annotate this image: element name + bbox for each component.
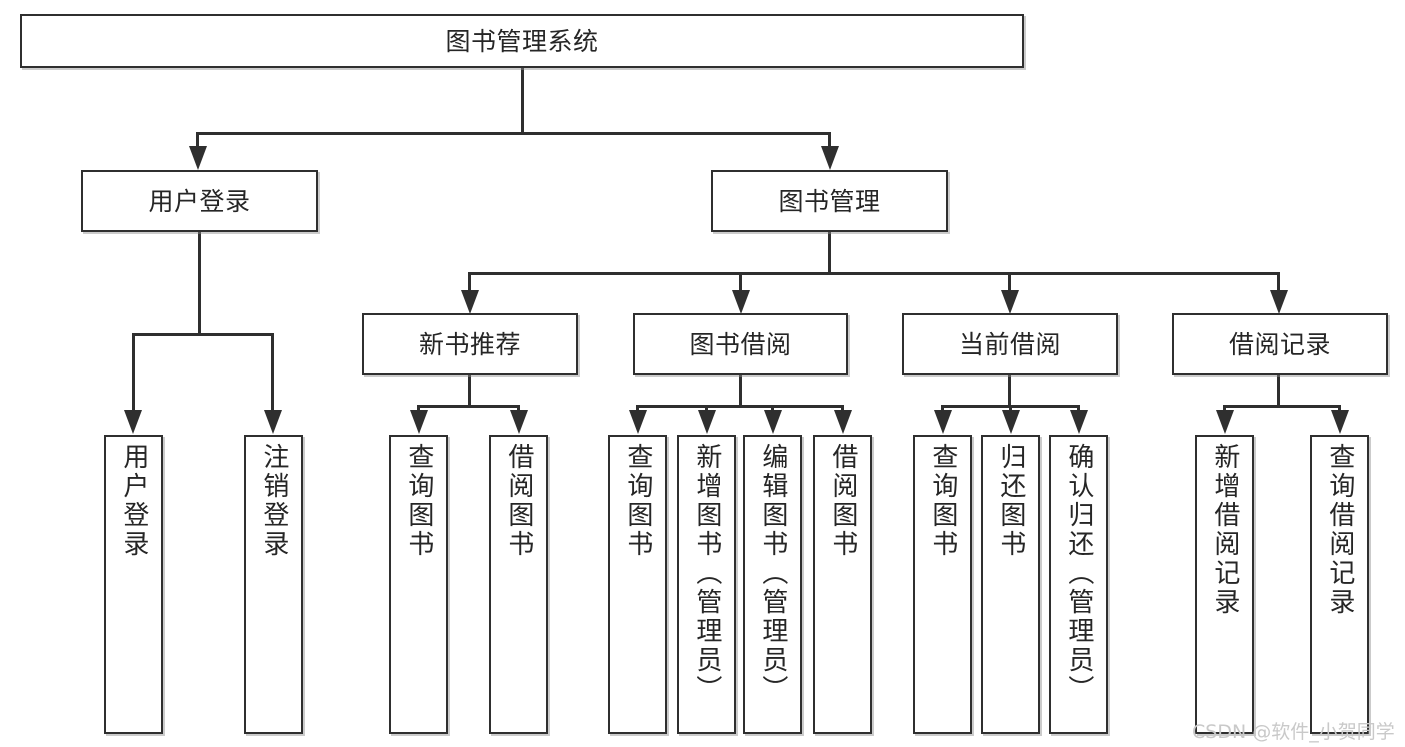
- arrow-current-borrow-child-1: [934, 410, 952, 434]
- arrow-current-borrow-child-2: [1002, 410, 1020, 434]
- connector-root-bus: [196, 132, 831, 135]
- arrow-to-user-login: [189, 146, 207, 170]
- arrow-book-manage-child-1: [461, 290, 479, 314]
- arrow-user-login-child-2: [264, 410, 282, 434]
- node-label: 当前借阅: [958, 329, 1061, 359]
- connector-borrow-record-stem: [1277, 375, 1280, 408]
- connector-book-manage-child-3: [1008, 272, 1011, 297]
- node-label: 注销登录: [258, 443, 289, 559]
- leaf-book-borrow-add-book-admin[interactable]: 新增图书（管理员）: [677, 435, 736, 734]
- connector-new-book-stem: [468, 375, 471, 408]
- leaf-user-login-login[interactable]: 用户登录: [104, 435, 163, 734]
- leaf-book-borrow-edit-book-admin[interactable]: 编辑图书（管理员）: [743, 435, 802, 734]
- connector-user-login-child-2: [271, 333, 274, 415]
- connector-user-login-bus: [132, 333, 274, 336]
- leaf-current-borrow-confirm-return-admin[interactable]: 确认归还（管理员）: [1049, 435, 1108, 734]
- arrow-book-manage-child-2: [732, 290, 750, 314]
- leaf-new-book-borrow-books[interactable]: 借阅图书: [489, 435, 548, 734]
- connector-new-book-bus: [417, 405, 520, 408]
- node-label: 新增图书（管理员）: [691, 443, 722, 704]
- arrow-borrow-record-child-1: [1216, 410, 1234, 434]
- connector-book-borrow-bus: [636, 405, 844, 408]
- csdn-watermark: CSDN @软件_小贺同学: [1192, 721, 1395, 743]
- node-label: 用户登录: [148, 186, 251, 216]
- node-label: 查询图书: [403, 443, 434, 559]
- leaf-user-login-logout[interactable]: 注销登录: [244, 435, 303, 734]
- connector-root-stem: [521, 68, 524, 134]
- leaf-new-book-query-books[interactable]: 查询图书: [389, 435, 448, 734]
- node-user-login[interactable]: 用户登录: [81, 170, 318, 232]
- arrow-book-borrow-child-1: [629, 410, 647, 434]
- node-label: 图书借阅: [689, 329, 792, 359]
- node-label: 确认归还（管理员）: [1063, 443, 1094, 704]
- leaf-borrow-record-add-record[interactable]: 新增借阅记录: [1195, 435, 1254, 734]
- leaf-book-borrow-query-books[interactable]: 查询图书: [608, 435, 667, 734]
- node-new-book-recommend[interactable]: 新书推荐: [362, 313, 578, 375]
- connector-book-borrow-stem: [739, 375, 742, 408]
- node-label: 查询借阅记录: [1324, 443, 1355, 617]
- leaf-book-borrow-borrow-books[interactable]: 借阅图书: [813, 435, 872, 734]
- node-root-book-management-system[interactable]: 图书管理系统: [20, 14, 1024, 68]
- arrow-current-borrow-child-3: [1070, 410, 1088, 434]
- node-book-borrow[interactable]: 图书借阅: [633, 313, 848, 375]
- leaf-current-borrow-return-books[interactable]: 归还图书: [981, 435, 1040, 734]
- arrow-user-login-child-1: [124, 410, 142, 434]
- connector-book-manage-bus: [468, 272, 1280, 275]
- arrow-book-borrow-child-4: [834, 410, 852, 434]
- node-label: 借阅图书: [503, 443, 534, 559]
- arrow-new-book-child-2: [510, 410, 528, 434]
- node-label: 新书推荐: [418, 329, 521, 359]
- node-label: 归还图书: [995, 443, 1026, 559]
- connector-borrow-record-bus: [1223, 405, 1341, 408]
- arrow-to-book-manage: [821, 146, 839, 170]
- node-label: 图书管理: [778, 186, 881, 216]
- connector-root-to-user-login: [196, 132, 199, 155]
- arrow-book-borrow-child-2: [698, 410, 716, 434]
- connector-book-manage-child-4: [1277, 272, 1280, 297]
- leaf-current-borrow-query-books[interactable]: 查询图书: [913, 435, 972, 734]
- arrow-borrow-record-child-2: [1331, 410, 1349, 434]
- connector-root-to-book-manage: [828, 132, 831, 155]
- connector-book-manage-child-2: [739, 272, 742, 297]
- connector-current-borrow-stem: [1008, 375, 1011, 408]
- node-label: 查询图书: [927, 443, 958, 559]
- connector-book-manage-stem: [828, 232, 831, 275]
- node-borrow-record[interactable]: 借阅记录: [1172, 313, 1388, 375]
- node-label: 新增借阅记录: [1209, 443, 1240, 617]
- node-current-borrow[interactable]: 当前借阅: [902, 313, 1118, 375]
- arrow-new-book-child-1: [410, 410, 428, 434]
- leaf-borrow-record-query-record[interactable]: 查询借阅记录: [1310, 435, 1369, 734]
- node-label: 用户登录: [118, 443, 149, 559]
- connector-user-login-child-1: [132, 333, 135, 415]
- arrow-book-manage-child-4: [1270, 290, 1288, 314]
- node-book-management[interactable]: 图书管理: [711, 170, 948, 232]
- node-label: 查询图书: [622, 443, 653, 559]
- arrow-book-manage-child-3: [1001, 290, 1019, 314]
- node-label: 借阅记录: [1228, 329, 1331, 359]
- node-label: 图书管理系统: [445, 26, 599, 56]
- arrow-book-borrow-child-3: [764, 410, 782, 434]
- connector-book-manage-child-1: [468, 272, 471, 297]
- connector-user-login-stem: [198, 232, 201, 335]
- node-label: 借阅图书: [827, 443, 858, 559]
- node-label: 编辑图书（管理员）: [757, 443, 788, 704]
